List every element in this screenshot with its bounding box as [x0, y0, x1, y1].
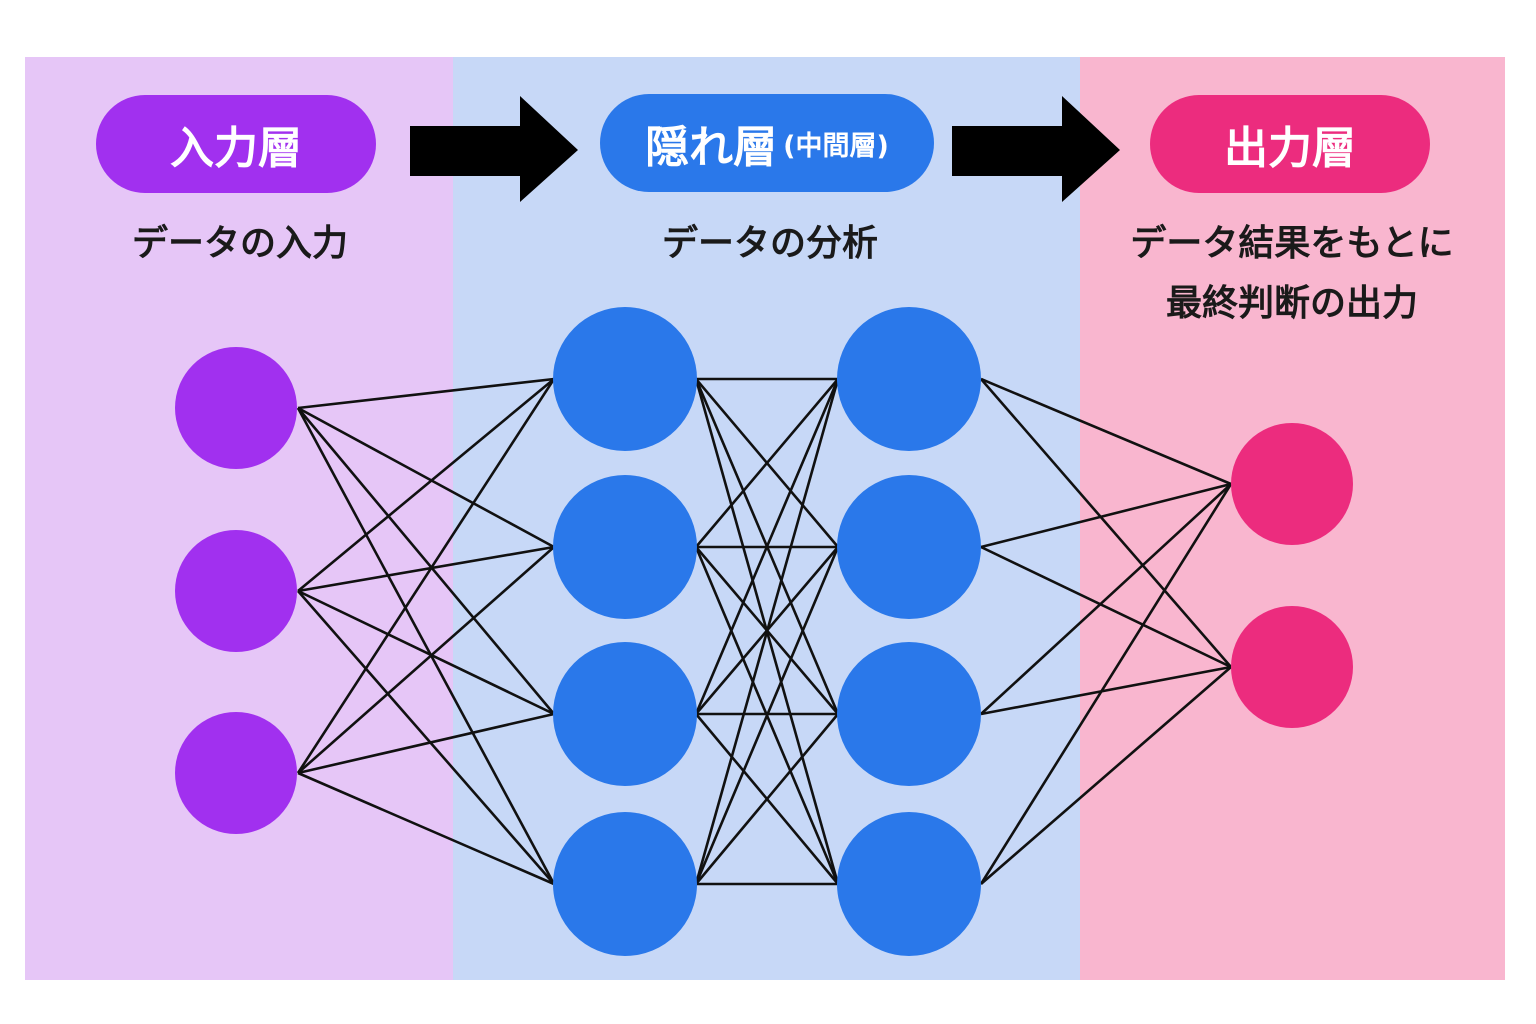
output-layer-title: 出力層	[1150, 95, 1430, 193]
input-layer-title: 入力層	[96, 95, 376, 193]
arrow-hidden-to-output	[952, 96, 1120, 202]
output-caption-line1: データ結果をもとに	[1130, 223, 1454, 264]
hidden1-neuron-2	[553, 475, 697, 619]
connections	[296, 377, 1233, 886]
right-arrow-icon	[410, 96, 578, 202]
connection-hidden1-4-to-hidden2-2	[694, 546, 840, 885]
connection-input-2-to-hidden1-2	[297, 545, 555, 593]
connection-input-3-to-hidden1-1	[296, 378, 556, 774]
connection-input-1-to-hidden1-2	[297, 406, 555, 549]
input-layer-caption: データの入力	[131, 223, 348, 264]
output-neuron-1	[1231, 423, 1353, 545]
connection-hidden2-4-to-output-1	[979, 483, 1233, 885]
hidden-layer-panel	[453, 57, 1080, 980]
input-layer-label: 入力層	[170, 123, 302, 174]
hidden2-neuron-1	[837, 307, 981, 451]
connection-input-2-to-hidden1-3	[297, 589, 555, 716]
input-neuron-1	[175, 347, 297, 469]
connection-hidden1-4-to-hidden2-1	[694, 378, 840, 885]
connection-hidden2-1-to-output-2	[980, 378, 1232, 668]
hidden1-neuron-1	[553, 307, 697, 451]
connection-hidden2-4-to-output-2	[980, 666, 1232, 885]
input-neuron-3	[175, 712, 297, 834]
output-caption-line2: 最終判断の出力	[1165, 283, 1418, 324]
output-layer-label: 出力層	[1224, 123, 1356, 174]
hidden-layer-sublabel: (中間層)	[783, 130, 889, 162]
connection-input-2-to-hidden1-4	[297, 590, 555, 885]
connection-hidden1-4-to-hidden2-3	[695, 713, 839, 885]
connection-hidden2-1-to-output-1	[980, 377, 1232, 486]
hidden-layer-caption: データの分析	[661, 223, 878, 264]
hidden2-neuron-3	[837, 642, 981, 786]
connection-input-3-to-hidden1-4	[297, 771, 555, 886]
output-layer-caption: データ結果をもとに 最終判断の出力	[1092, 214, 1492, 334]
connection-hidden2-3-to-output-1	[980, 483, 1232, 715]
hidden-layer-label: 隠れ層	[645, 122, 778, 173]
connection-input-2-to-hidden1-1	[297, 377, 555, 593]
connection-input-3-to-hidden1-2	[297, 546, 555, 774]
connection-input-3-to-hidden1-3	[297, 712, 555, 775]
neurons	[175, 307, 1353, 956]
connection-hidden2-2-to-output-1	[980, 482, 1232, 549]
connection-hidden2-2-to-output-2	[980, 545, 1232, 669]
connection-input-1-to-hidden1-4	[296, 407, 556, 885]
connection-input-1-to-hidden1-3	[297, 407, 555, 715]
connection-hidden1-2-to-hidden2-1	[695, 378, 839, 548]
arrow-input-to-hidden	[410, 96, 578, 202]
hidden-layer-title: 隠れ層(中間層)	[600, 94, 934, 192]
connection-hidden2-3-to-output-2	[980, 665, 1232, 716]
input-neuron-2	[175, 530, 297, 652]
connection-hidden1-3-to-hidden2-1	[694, 378, 840, 715]
output-neuron-2	[1231, 606, 1353, 728]
connection-input-1-to-hidden1-1	[297, 377, 555, 410]
hidden2-neuron-4	[837, 812, 981, 956]
hidden1-neuron-4	[553, 812, 697, 956]
hidden2-neuron-2	[837, 475, 981, 619]
hidden1-neuron-3	[553, 642, 697, 786]
right-arrow-icon	[952, 96, 1120, 202]
